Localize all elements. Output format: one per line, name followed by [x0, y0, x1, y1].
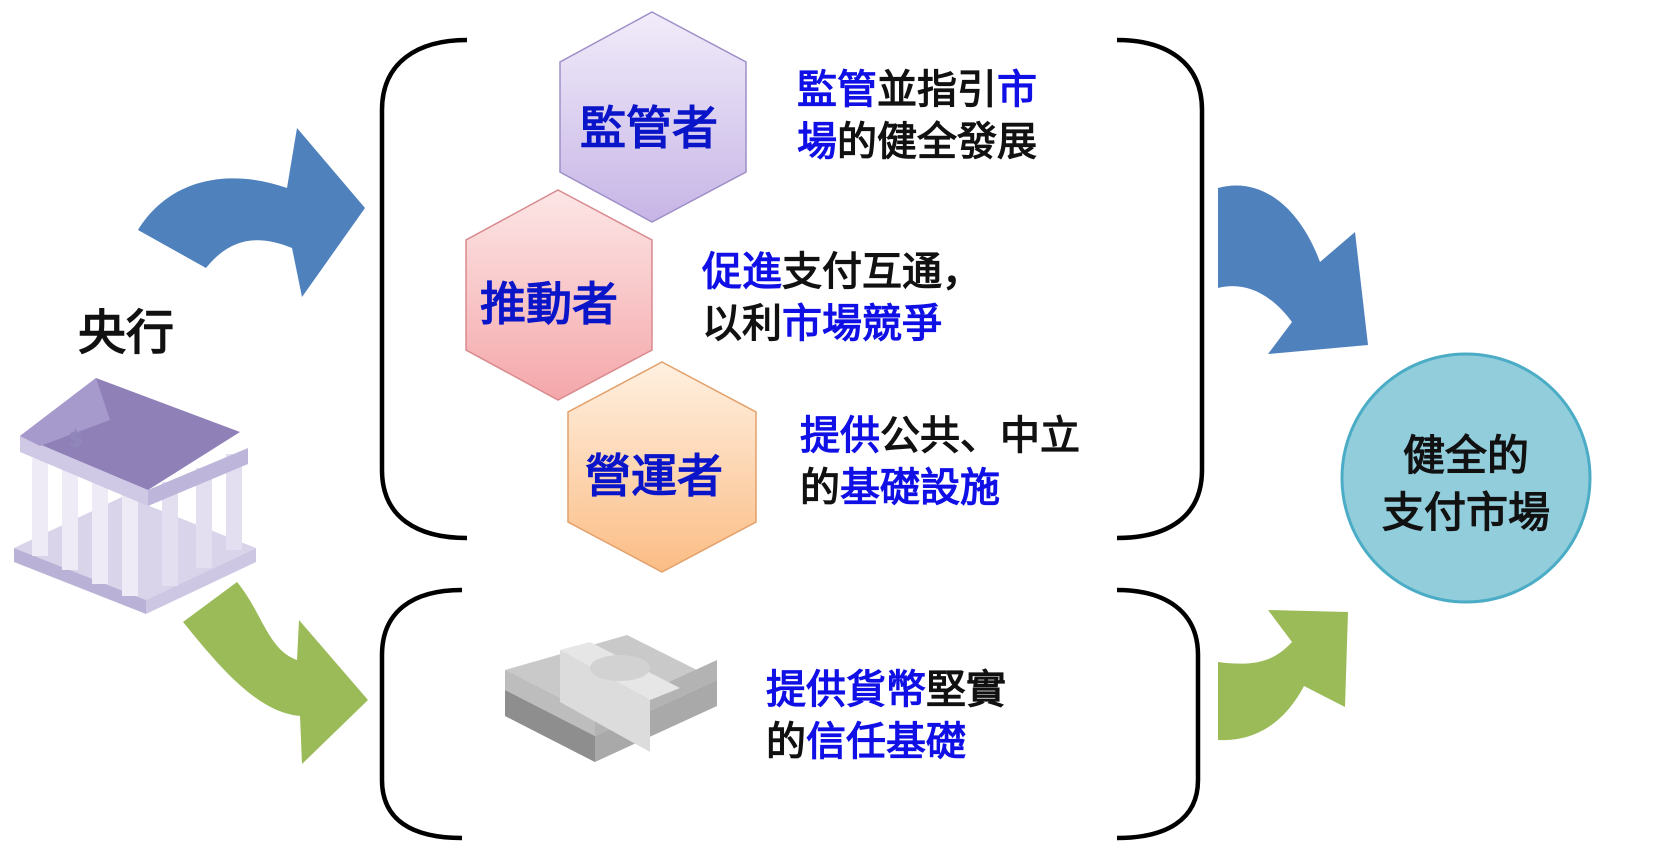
role-desc-line: 提供公共、中立 [800, 410, 1080, 462]
plain-text: 以利 [702, 300, 782, 347]
hexagon-promoter [465, 189, 653, 401]
highlight-text: 監管 [797, 66, 877, 113]
role-desc-line: 以利市場競爭 [702, 298, 982, 350]
outcome-line1: 健全的 [1402, 431, 1529, 480]
role-name-supervisor: 監管者 [580, 101, 718, 155]
arrow-to-roles [138, 128, 365, 297]
plain-text: 並指引 [877, 66, 997, 113]
role-desc-line: 的基礎設施 [800, 462, 1080, 514]
currency-desc-line: 的信任基礎 [766, 716, 1006, 768]
highlight-text: 基礎設施 [840, 464, 1000, 511]
bank-building-icon: $ [14, 378, 256, 614]
role-desc-promoter: 促進支付互通， 以利市場競爭 [702, 246, 982, 350]
highlight-text: 促進 [702, 248, 782, 295]
highlight-text: 提供 [800, 412, 880, 459]
money-stack-icon [505, 635, 717, 762]
hexagon-supervisor [559, 11, 747, 223]
plain-text: 的 [800, 464, 840, 511]
plain-text: 公共、中立 [880, 412, 1080, 459]
highlight-text: 市場競爭 [782, 300, 942, 347]
outcome-text: 健全的 支付市場 [1342, 428, 1590, 541]
arrow-roles-to-outcome [1218, 185, 1368, 354]
arrow-currency-to-outcome [1218, 610, 1348, 741]
outcome-circle [1340, 352, 1592, 604]
role-desc-operator: 提供公共、中立 的基礎設施 [800, 410, 1080, 514]
highlight-text: 市 [997, 66, 1037, 113]
plain-text: 堅實 [926, 666, 1006, 713]
currency-desc-line: 提供貨幣堅實 [766, 664, 1006, 716]
brace-bottom-left [379, 587, 463, 841]
role-name-promoter: 推動者 [480, 277, 618, 331]
role-desc-line: 監管並指引市 [797, 64, 1037, 116]
plain-text: 支付互通， [782, 248, 982, 295]
plain-text: 的健全發展 [837, 118, 1037, 165]
highlight-text: 提供貨幣 [766, 666, 926, 713]
svg-text:$: $ [68, 427, 83, 452]
central-bank-label: 央行 [78, 305, 175, 361]
brace-bottom-right [1116, 587, 1201, 841]
role-desc-line: 場的健全發展 [797, 116, 1037, 168]
currency-desc: 提供貨幣堅實 的信任基礎 [766, 664, 1006, 768]
highlight-text: 信任基礎 [806, 718, 966, 765]
brace-top-right [1116, 37, 1205, 541]
outcome-line2: 支付市場 [1381, 487, 1550, 537]
arrow-to-currency [183, 582, 368, 764]
role-desc-line: 促進支付互通， [702, 246, 982, 298]
plain-text: 的 [766, 718, 806, 765]
hexagon-operator [567, 361, 757, 573]
role-desc-supervisor: 監管並指引市 場的健全發展 [797, 64, 1037, 168]
role-name-operator: 營運者 [585, 449, 723, 503]
highlight-text: 場 [797, 118, 837, 165]
brace-top-left [379, 37, 468, 541]
